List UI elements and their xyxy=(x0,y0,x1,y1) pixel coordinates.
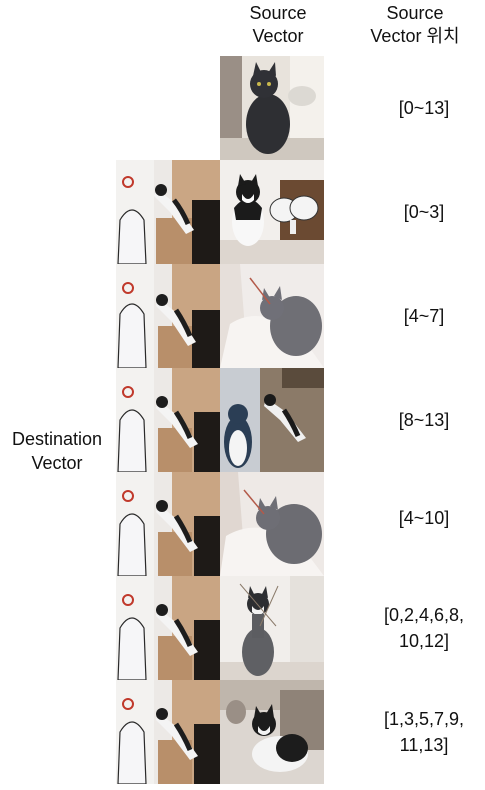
black-white-cat-with-toy-image xyxy=(220,160,324,264)
source-vector-header: Source Vector xyxy=(249,3,307,46)
source-frame-row-3 xyxy=(220,264,324,368)
position-label-row-1: [0~13] xyxy=(398,98,450,118)
gray-cat-sitting-image xyxy=(220,56,324,160)
source-frame-row-6 xyxy=(220,576,324,680)
destination-frame-row-7 xyxy=(116,680,220,784)
destination-frame-row-6 xyxy=(116,576,220,680)
destination-frame-row-5 xyxy=(116,472,220,576)
black-white-cat-leaping-image xyxy=(220,680,324,784)
destination-frame-row-2 xyxy=(116,160,220,264)
source-frame-row-2 xyxy=(220,160,324,264)
position-label-row-3: [4~7] xyxy=(403,306,445,326)
position-label-row-2: [0~3] xyxy=(403,202,445,222)
destination-vector-label: Destination Vector xyxy=(11,429,103,473)
cat-leaping-cardboard-image xyxy=(116,680,220,784)
penguin-toy-and-cat-jump-image xyxy=(220,368,324,472)
source-frame-row-1 xyxy=(220,56,324,160)
source-frame-row-7 xyxy=(220,680,324,784)
source-vector-position-header: Source Vector 위치 xyxy=(370,3,460,46)
cat-leaping-cardboard-image xyxy=(116,576,220,680)
position-label-row-4: [8~13] xyxy=(398,410,450,430)
position-label-row-6: [0,2,4,6,8, 10,12] xyxy=(383,605,465,651)
cat-leaping-cardboard-image xyxy=(116,472,220,576)
cat-leaping-cardboard-image xyxy=(116,160,220,264)
gray-cat-standing-up-image xyxy=(220,576,324,680)
position-label-row-7: [1,3,5,7,9, 11,13] xyxy=(383,709,465,755)
position-label-row-5: [4~10] xyxy=(398,508,450,528)
cat-leaping-cardboard-image xyxy=(116,264,220,368)
gray-cat-on-blanket-image xyxy=(220,264,324,368)
gray-cat-on-blanket-image xyxy=(220,472,324,576)
cat-leaping-cardboard-image xyxy=(116,368,220,472)
source-frame-row-4 xyxy=(220,368,324,472)
destination-frame-row-4 xyxy=(116,368,220,472)
destination-frame-row-3 xyxy=(116,264,220,368)
source-frame-row-5 xyxy=(220,472,324,576)
